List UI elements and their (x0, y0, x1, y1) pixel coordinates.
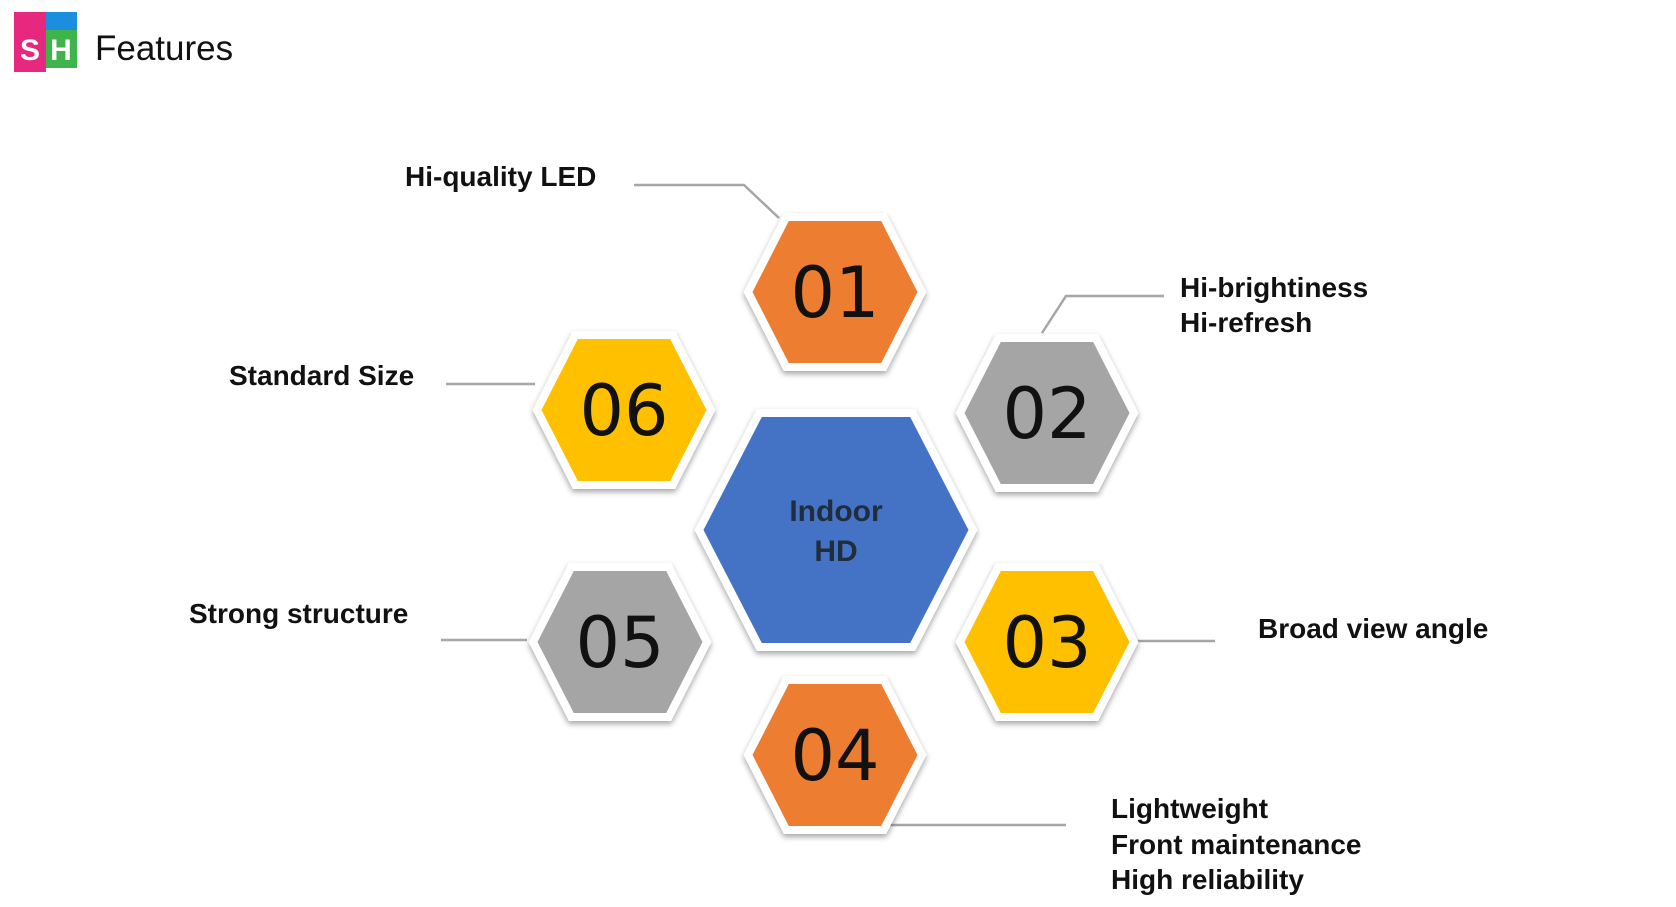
label-02-line-1: Hi-brightiness (1180, 272, 1368, 303)
feature-hexagon-01 (743, 213, 927, 371)
feature-hexagon-06-fill (541, 339, 707, 481)
feature-number-03: 03 (1002, 602, 1091, 684)
feature-hexagon-04-fill (752, 684, 918, 826)
connector-lines (441, 183, 1215, 827)
page-title: Features (95, 29, 233, 68)
feature-hexagon-02 (955, 334, 1139, 492)
feature-number-06: 06 (579, 370, 668, 452)
feature-number-01: 01 (790, 252, 879, 334)
label-06-line-1: Standard Size (229, 360, 414, 391)
center-label-line-1: Indoor (789, 495, 883, 528)
label-03-line-1: Broad view angle (1258, 613, 1488, 644)
feature-hexagon-02-fill (964, 342, 1130, 484)
feature-hexagon-01-fill (752, 221, 918, 363)
label-01-line-1: Hi-quality LED (405, 161, 596, 192)
label-05-line-1: Strong structure (189, 598, 408, 629)
logo-block-blue (46, 12, 77, 30)
feature-labels: Hi-quality LED Hi-brightiness Hi-refresh… (189, 161, 1488, 895)
label-02-line-2: Hi-refresh (1180, 307, 1312, 338)
logo-block-green (46, 30, 77, 68)
feature-number-05: 05 (575, 602, 664, 684)
label-04-line-2: Front maintenance (1111, 829, 1361, 860)
connector-02 (1040, 294, 1164, 334)
feature-hexagon-05-fill (537, 571, 703, 713)
feature-hexagon-05 (528, 563, 712, 721)
logo-letter-s: S (20, 34, 40, 67)
feature-hexagon-04 (743, 676, 927, 834)
feature-number-02: 02 (1002, 373, 1091, 455)
label-04-line-1: Lightweight (1111, 793, 1268, 824)
label-04-line-3: High reliability (1111, 864, 1304, 895)
logo-block-magenta (14, 12, 46, 72)
feature-hexagon-06 (532, 331, 716, 489)
logo-letter-h: H (50, 34, 72, 67)
connector-01 (634, 183, 780, 219)
center-hexagon (694, 409, 978, 651)
center-hexagon-fill (703, 417, 969, 643)
center-label-line-2: HD (814, 535, 857, 568)
feature-number-04: 04 (790, 715, 879, 797)
feature-hexagon-03-fill (964, 571, 1130, 713)
feature-hexagon-03 (955, 563, 1139, 721)
brand-logo: S H (14, 12, 77, 72)
